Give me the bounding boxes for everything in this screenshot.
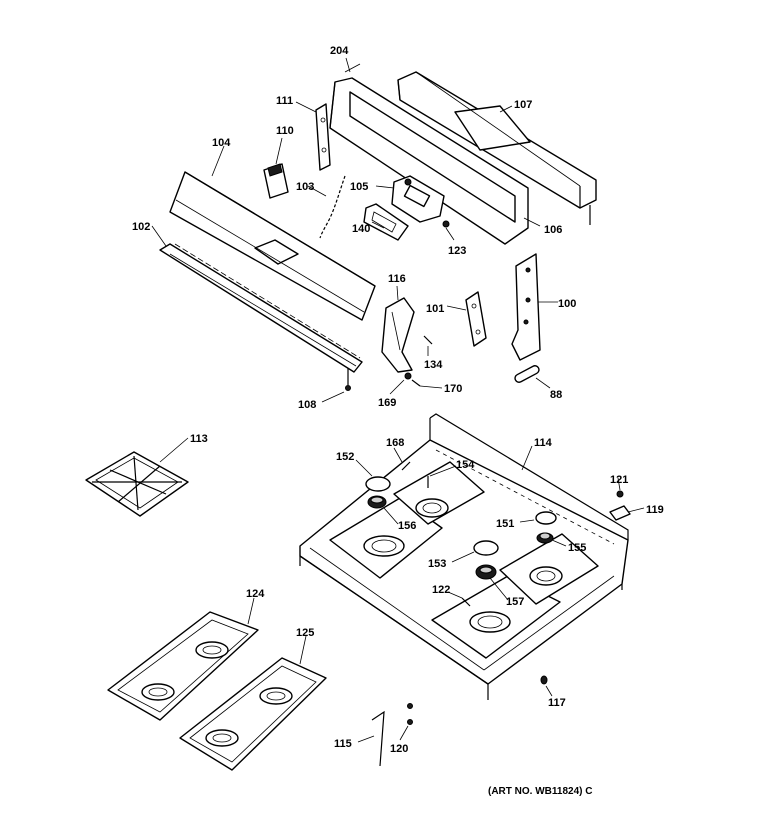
label-115: 115 — [334, 738, 352, 750]
label-123: 123 — [448, 245, 466, 257]
label-102: 102 — [132, 221, 150, 233]
label-107: 107 — [514, 99, 532, 111]
leader-lines — [151, 57, 645, 743]
label-101: 101 — [426, 303, 444, 315]
part-104-control-panel — [169, 171, 376, 321]
art-number: (ART NO. WB11824) C — [488, 786, 592, 797]
label-110: 110 — [276, 125, 294, 137]
label-108: 108 — [298, 399, 316, 411]
label-134: 134 — [424, 359, 443, 371]
part-105-clock — [391, 175, 445, 223]
part-labels: 204 111 107 110 104 103 105 106 102 140 … — [132, 45, 664, 797]
part-121-119-hardware — [609, 490, 631, 521]
label-153: 153 — [428, 558, 446, 570]
part-204-backsplash — [329, 63, 529, 245]
part-102-manifold-panel — [159, 243, 363, 385]
label-124: 124 — [246, 588, 265, 600]
label-100: 100 — [558, 298, 576, 310]
label-114: 114 — [534, 437, 553, 449]
label-113: 113 — [190, 433, 208, 445]
label-140: 140 — [352, 223, 370, 235]
part-111-bracket — [315, 103, 331, 171]
label-103: 103 — [296, 181, 314, 193]
label-106: 106 — [544, 224, 562, 236]
label-104: 104 — [212, 137, 231, 149]
part-115-120-117-hardware — [371, 675, 548, 767]
label-120: 120 — [390, 743, 408, 755]
label-151: 151 — [496, 518, 514, 530]
part-100-bracket — [511, 253, 541, 361]
label-204: 204 — [330, 45, 349, 57]
label-122: 122 — [432, 584, 450, 596]
part-88-spacer — [514, 365, 540, 383]
label-155: 155 — [568, 542, 586, 554]
small-screws — [345, 335, 433, 391]
label-169: 169 — [378, 397, 396, 409]
part-113-grate — [85, 451, 189, 517]
part-116-bracket — [381, 297, 415, 373]
label-88: 88 — [550, 389, 562, 401]
label-157: 157 — [506, 596, 524, 608]
part-101-bracket — [465, 291, 487, 347]
label-119: 119 — [646, 504, 664, 516]
label-152: 152 — [336, 451, 354, 463]
label-121: 121 — [610, 474, 628, 486]
label-168: 168 — [386, 437, 404, 449]
label-111: 111 — [276, 95, 293, 107]
label-117: 117 — [548, 697, 566, 709]
part-110-switch — [263, 163, 289, 199]
label-170: 170 — [444, 383, 462, 395]
label-156: 156 — [398, 520, 416, 532]
burner-caps-heads — [365, 461, 557, 607]
part-140-overlay — [363, 203, 409, 241]
label-116: 116 — [388, 273, 406, 285]
label-105: 105 — [350, 181, 368, 193]
part-123-screw — [442, 220, 450, 228]
label-154: 154 — [456, 459, 475, 471]
part-107-trim-cover — [397, 71, 597, 225]
label-125: 125 — [296, 627, 314, 639]
part-103-harness — [319, 175, 346, 239]
part-125-drip-pan — [179, 657, 327, 771]
part-124-drip-pan — [107, 611, 259, 721]
